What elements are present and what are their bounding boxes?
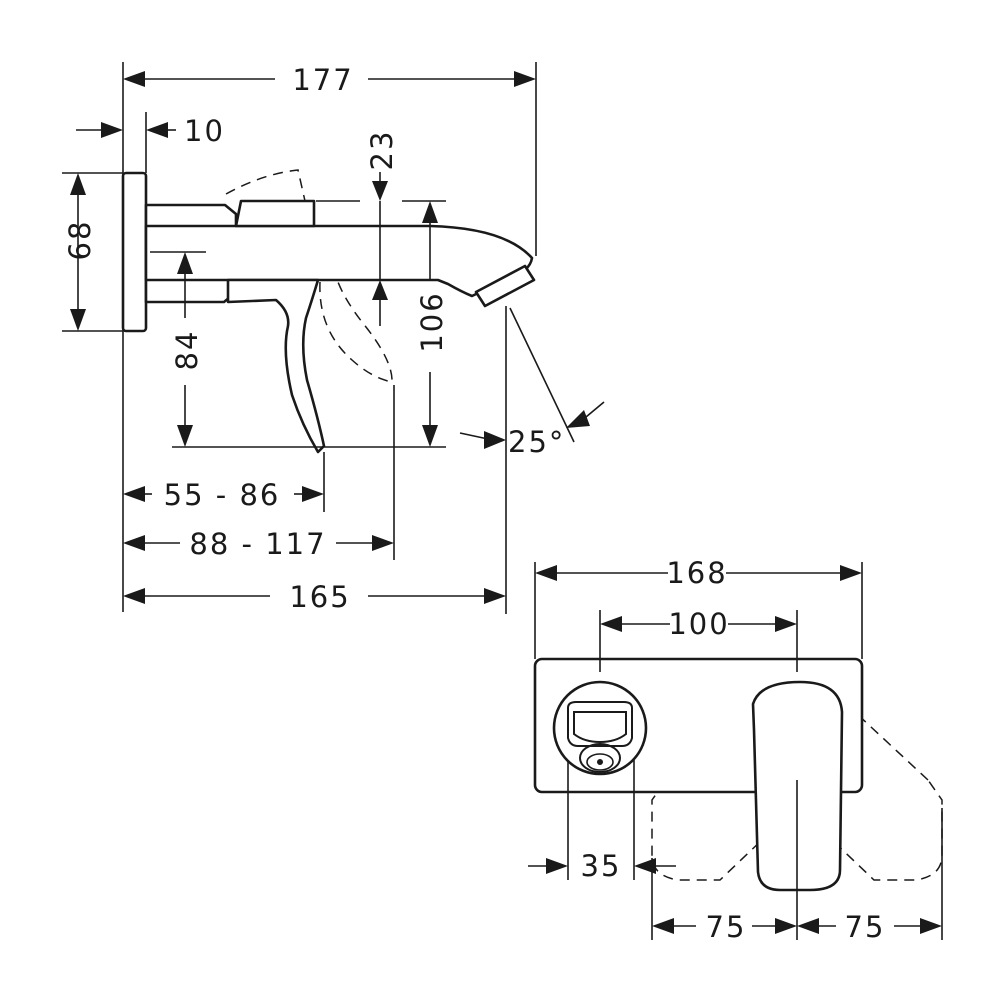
dim-swing-left: 75 bbox=[706, 910, 747, 944]
dim-arrow bbox=[600, 616, 622, 632]
dim-arrow bbox=[70, 173, 86, 195]
lever-alt-bottom bbox=[319, 281, 393, 383]
dim-outlet-offset: 35 bbox=[581, 849, 622, 883]
dim-arrow bbox=[484, 431, 506, 449]
dim-arrow bbox=[70, 309, 86, 331]
dim-arrow bbox=[920, 918, 942, 934]
dim-arrow bbox=[372, 280, 388, 300]
dim-arrow bbox=[123, 486, 145, 502]
dim-swing-right: 75 bbox=[845, 910, 886, 944]
front-view: 168 100 35 75 75 bbox=[528, 556, 943, 944]
dim-arrow bbox=[535, 565, 557, 581]
dim-arrow bbox=[177, 425, 193, 447]
dim-arrow bbox=[634, 858, 656, 874]
dim-arrow bbox=[146, 122, 168, 138]
aerator-centre bbox=[597, 759, 603, 765]
dim-outlet-height: 106 bbox=[415, 291, 449, 352]
spout-opening bbox=[567, 701, 633, 747]
dim-arrow bbox=[422, 201, 438, 223]
dim-arrow bbox=[123, 71, 145, 87]
dim-arrow bbox=[652, 918, 674, 934]
wall-plate-side bbox=[121, 171, 148, 333]
side-view: 177 10 68 23 84 106 bbox=[62, 62, 605, 614]
dim-arrow bbox=[422, 425, 438, 447]
dim-arrow bbox=[775, 616, 797, 632]
dim-centre-height: 84 bbox=[170, 330, 204, 371]
dim-plate-width: 168 bbox=[666, 556, 727, 590]
dim-arrow bbox=[123, 588, 145, 604]
dim-arrow bbox=[101, 122, 123, 138]
dim-arrow bbox=[514, 71, 536, 87]
dim-outlet-reach: 165 bbox=[289, 580, 350, 614]
dim-arrow bbox=[566, 410, 590, 428]
aerator-side bbox=[474, 264, 536, 308]
dim-plate-height: 68 bbox=[63, 220, 97, 261]
dim-arrow bbox=[302, 486, 324, 502]
dim-arrow bbox=[484, 588, 506, 604]
lever-handle-side bbox=[226, 278, 326, 454]
dim-arrow bbox=[123, 535, 145, 551]
spout-front bbox=[552, 680, 648, 776]
dim-arrow bbox=[797, 918, 819, 934]
dim-arrow bbox=[372, 535, 394, 551]
dim-line bbox=[459, 432, 489, 440]
dim-lever-reach: 55 - 86 bbox=[164, 478, 281, 512]
dim-lever-swing-reach: 88 - 117 bbox=[189, 527, 326, 561]
aerator-mesh bbox=[586, 753, 614, 771]
dim-total-depth: 177 bbox=[292, 63, 353, 97]
dim-spout-offset: 23 bbox=[365, 130, 399, 171]
dim-arrow bbox=[372, 181, 388, 201]
dim-axis-distance: 100 bbox=[668, 607, 729, 641]
dim-arrow bbox=[840, 565, 862, 581]
dim-plate-thickness: 10 bbox=[184, 114, 225, 148]
spray-angle-line bbox=[509, 307, 575, 443]
dim-arrow bbox=[546, 858, 568, 874]
dim-arrow bbox=[775, 918, 797, 934]
lever-cap bbox=[234, 199, 316, 228]
aerator-front bbox=[579, 743, 621, 773]
dim-arrow bbox=[177, 252, 193, 274]
dim-spray-angle: 25° bbox=[508, 425, 565, 459]
lever-alt-top bbox=[225, 169, 306, 202]
spout-inner bbox=[573, 711, 627, 744]
dim-line bbox=[585, 401, 605, 418]
